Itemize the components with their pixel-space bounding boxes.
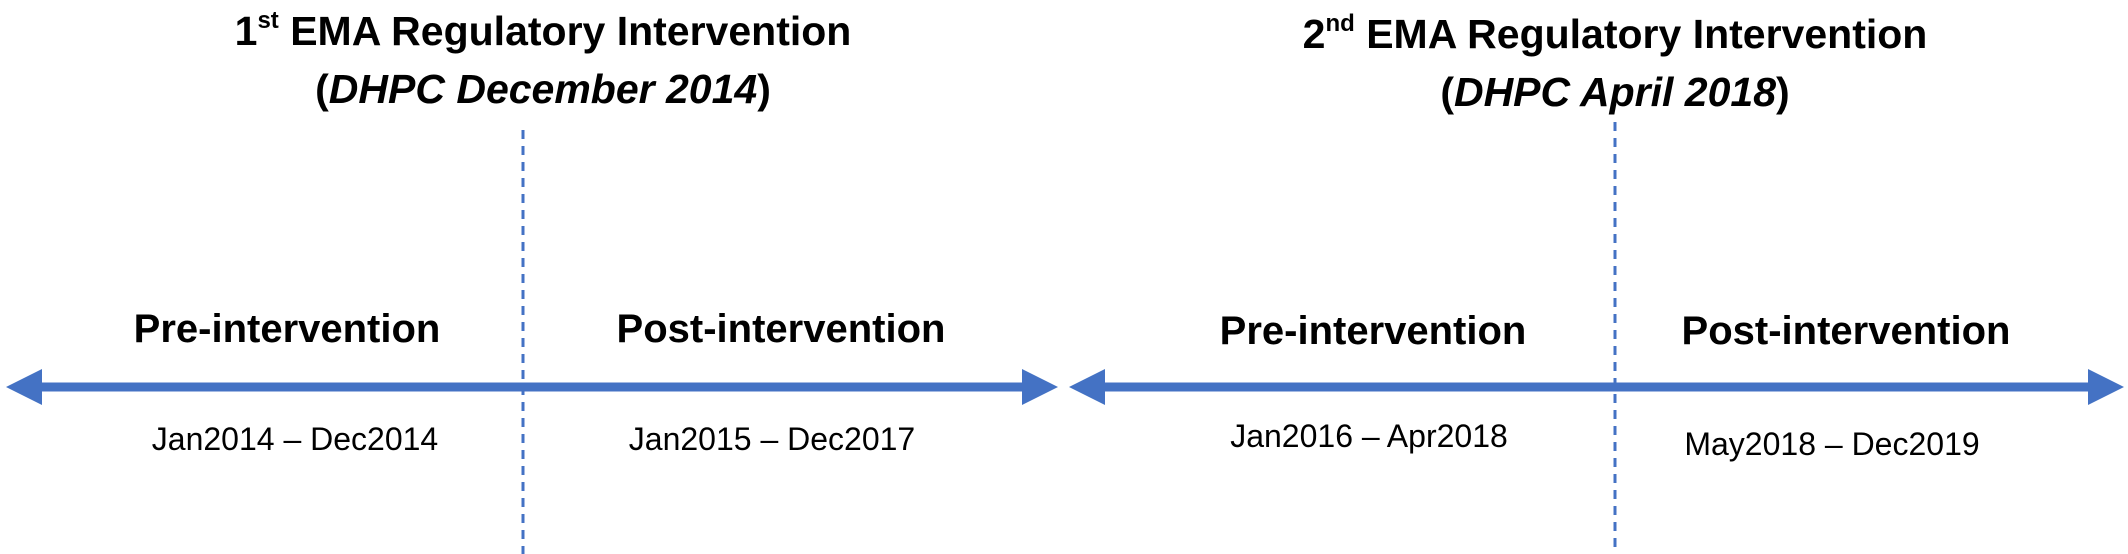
pre-intervention-period: Jan2014 – Dec2014 (151, 421, 439, 457)
intervention-title: 1st EMA Regulatory Intervention (DHPC De… (235, 2, 852, 118)
timeline-graphic-2 (1069, 122, 2124, 554)
timeline-graphic-1 (6, 130, 1058, 554)
post-intervention-period: May2018 – Dec2019 (1684, 426, 1980, 462)
post-intervention-label: Post-intervention (1681, 309, 2011, 353)
intervention-subtitle: (DHPC December 2014) (315, 66, 771, 112)
subtitle-dhpc-date: DHPC December 2014 (328, 66, 758, 112)
title-ordinal-suffix: nd (1325, 10, 1355, 37)
title-number: 2 (1302, 11, 1326, 57)
subtitle-dhpc-date: DHPC April 2018 (1453, 69, 1777, 115)
title-text: EMA Regulatory Intervention (1354, 11, 1928, 57)
timeline-arrowhead-left (1069, 369, 1105, 405)
intervention-panel-1: 1st EMA Regulatory Intervention (DHPC De… (6, 2, 1058, 554)
intervention-title: 2nd EMA Regulatory Intervention (DHPC Ap… (1303, 5, 1928, 121)
title-text: EMA Regulatory Intervention (278, 8, 852, 54)
post-intervention-label: Post-intervention (616, 307, 946, 351)
post-intervention-period: Jan2015 – Dec2017 (628, 421, 916, 457)
pre-intervention-period: Jan2016 – Apr2018 (1230, 418, 1508, 454)
title-ordinal-suffix: st (257, 7, 279, 34)
timeline-arrowhead-right (2088, 369, 2124, 405)
intervention-panel-2: 2nd EMA Regulatory Intervention (DHPC Ap… (1069, 0, 2128, 554)
timeline-arrowhead-left (6, 369, 42, 405)
pre-intervention-label: Pre-intervention (133, 307, 441, 351)
timeline-arrowhead-right (1022, 369, 1058, 405)
pre-intervention-label: Pre-intervention (1219, 309, 1527, 353)
title-number: 1 (234, 8, 258, 54)
intervention-subtitle: (DHPC April 2018) (1440, 69, 1790, 115)
